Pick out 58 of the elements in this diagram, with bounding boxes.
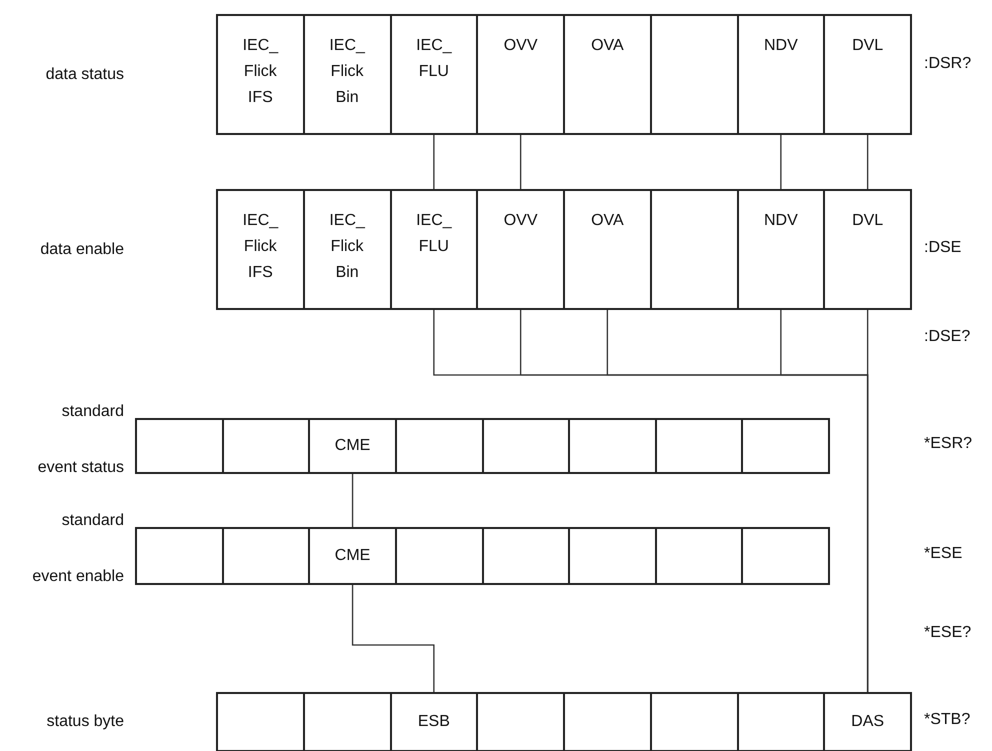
empty-bit-cell [222,418,310,474]
bit-cell: IEC_ Flick IFS [216,14,305,135]
empty-bit-cell [650,692,738,751]
empty-bit-cell [563,692,652,751]
empty-bit-cell [394,418,484,474]
register-name: status byte [46,712,124,732]
empty-bit-cell [394,527,484,585]
empty-bit-cell [654,418,744,474]
connector-line [433,135,435,189]
command-label: :DSE [924,238,962,256]
command-label: *ESE [924,545,962,563]
empty-bit-cell [482,418,570,474]
bit-cell: IEC_ Flick IFS [216,189,305,310]
bit-cell: IEC_ FLU [390,189,478,310]
connector-line [352,474,354,527]
bit-cell: IEC_ FLU [390,14,478,135]
connector-line [352,585,435,692]
connector-line [866,135,868,189]
empty-bit-cell [482,527,570,585]
empty-bit-cell [741,527,830,585]
empty-bit-cell [654,527,744,585]
connector-line [780,135,782,189]
connector-line [520,135,522,189]
bit-cell: OVA [563,14,652,135]
bit-cell: CME [308,527,397,585]
bit-cell: ESB [390,692,478,751]
register-name: data enable [39,240,124,260]
bit-cell: NDV [736,189,826,310]
command-label: :DSR? [924,54,972,72]
empty-bit-cell [741,418,830,474]
empty-bit-cell [568,418,657,474]
bit-cell: NDV [736,14,826,135]
bit-cell: OVA [563,189,652,310]
command-label: :DSE? [924,328,970,346]
empty-bit-cell [476,692,565,751]
empty-bit-cell [216,692,305,751]
empty-bit-cell [650,14,738,135]
empty-bit-cell [302,692,392,751]
empty-bit-cell [222,527,310,585]
command-label: *STB? [924,711,970,729]
bit-cell: OVV [476,189,565,310]
bit-cell: CME [308,418,397,474]
empty-bit-cell [650,189,738,310]
bit-cell: OVV [476,14,565,135]
bit-cell: DVL [823,189,912,310]
bit-cell: DAS [823,692,912,751]
command-label: *ESE? [924,624,972,642]
empty-bit-cell [736,692,826,751]
register-name: standard event enable [32,511,124,587]
register-name: data status [44,65,124,85]
bit-cell: IEC_ Flick Bin [302,189,392,310]
bit-cell: DVL [823,14,912,135]
empty-bit-cell [135,418,224,474]
bit-cell: IEC_ Flick Bin [302,14,392,135]
connector-line [866,310,868,692]
command-label: *ESR? [924,435,972,453]
empty-bit-cell [568,527,657,585]
empty-bit-cell [135,527,224,585]
